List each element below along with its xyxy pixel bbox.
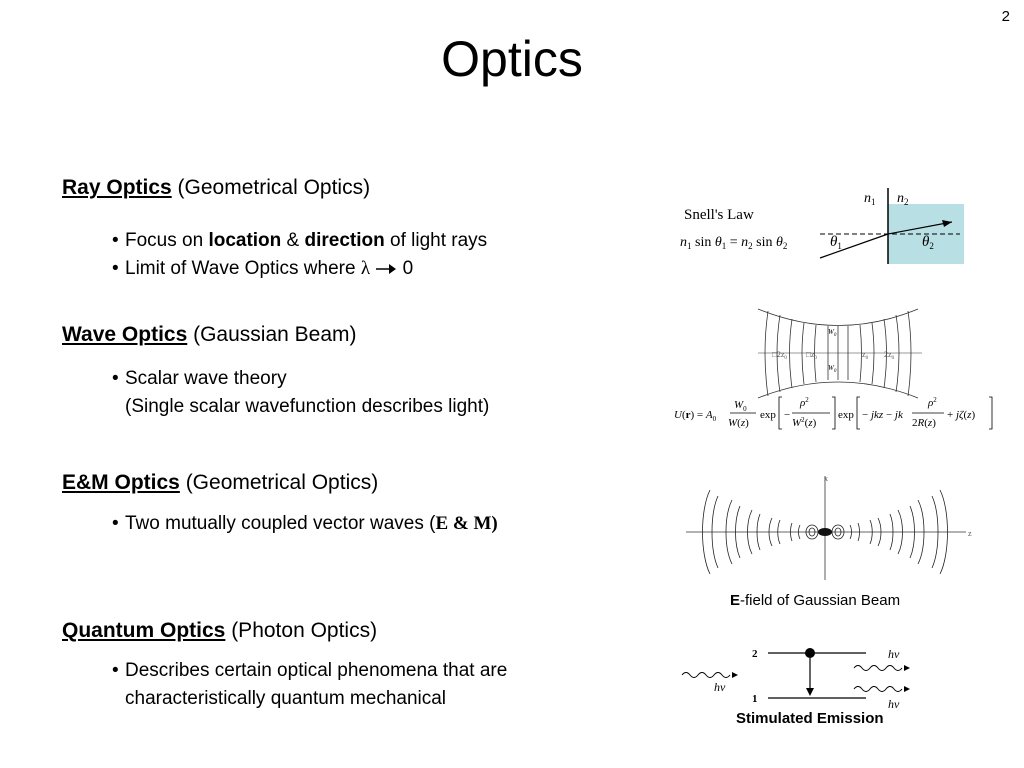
theta1-label: θ1 [830,234,842,251]
ray-b1-text: Focus on [125,230,209,251]
incident-ray [819,233,889,259]
quantum-b1-line1: Describes certain optical phenomena that… [125,660,508,681]
svg-text:exp: exp [838,409,854,421]
svg-text:exp: exp [760,409,776,421]
refracted-ray [887,221,953,235]
em-optics-title: E&M Optics [62,471,180,494]
ray-b1-amp: & [281,230,305,251]
hv-outgoing-1-label: hν [888,647,900,661]
em-optics-heading: E&M Optics (Geometrical Optics) [62,471,378,495]
beam-lower-envelope [757,381,919,399]
n1-label: n1 [864,191,876,207]
ray-arrow-icon [942,220,952,227]
quantum-b1-line2: characteristically quantum mechanical [125,688,447,709]
lambda-symbol: λ [360,258,371,279]
excited-electron-icon [805,648,815,658]
arrow-right-icon [376,263,397,274]
em-b1-math: E & M) [435,513,498,534]
w0-top-label: W0 [828,328,837,338]
svg-text:W0: W0 [734,399,747,413]
gaussian-beam-equation: U(r) = A0 W0 W(z) exp − ρ2 W2(z) exp − j… [674,396,993,430]
hv-outgoing-2-label: hν [888,697,900,711]
quantum-bullet-1: •Describes certain optical phenomena tha… [112,660,508,709]
page-number: 2 [1001,8,1010,25]
tick-2z0: 2z0 [884,350,895,361]
em-b1-text: Two mutually coupled vector waves ( [125,513,436,534]
wave-optics-subtitle: (Gaussian Beam) [187,323,357,346]
z-axis-label: z [968,529,972,538]
level-1-label: 1 [752,693,758,705]
gaussian-beam-figure: W0 W0 □2z0 □z0 z0 2z0 [757,308,922,399]
incoming-photon-wave [681,672,731,678]
efield-caption: E-field of Gaussian Beam [730,592,901,609]
slide-title: Optics [441,31,583,87]
outgoing-photon-wave-1 [853,665,903,671]
efield-figure: x z [686,474,972,580]
quantum-optics-heading: Quantum Optics (Photon Optics) [62,619,377,643]
ray-b1-direction: direction [304,230,385,251]
beam-waist-core [818,528,832,536]
quantum-optics-title: Quantum Optics [62,619,226,642]
x-axis-label: x [824,474,828,483]
outgoing-photon-arrow-1-icon [904,665,910,671]
em-optics-subtitle: (Geometrical Optics) [179,471,379,494]
svg-text:W(z): W(z) [728,417,749,429]
snells-law-figure: Snell's Law n1 sin θ1 = n2 sin θ2 n1 n2 … [680,188,964,264]
wave-bullet-1: •Scalar wave theory (Single scalar wavef… [112,368,490,417]
outgoing-photon-wave-2 [853,686,903,692]
snells-law-label: Snell's Law [684,207,754,223]
n2-label: n2 [897,191,909,207]
theta2-label: θ2 [922,234,934,251]
outgoing-photon-arrow-2-icon [904,686,910,692]
svg-text:+ jζ(z): + jζ(z) [947,409,975,421]
wave-optics-heading: Wave Optics (Gaussian Beam) [62,323,357,347]
level-2-label: 2 [752,648,758,660]
svg-text:U(r) = A0: U(r) = A0 [674,409,717,423]
hv-incoming-label: hν [714,680,726,694]
ray-optics-title: Ray Optics [62,176,172,199]
tick-minus-z0: □z0 [806,350,817,361]
ray-b2-zero: 0 [402,258,414,279]
svg-text:W2(z): W2(z) [792,416,817,429]
stimulated-emission-caption: Stimulated Emission [736,710,884,727]
snells-law-equation: n1 sin θ1 = n2 sin θ2 [680,235,787,251]
ray-b2-text: Limit of Wave Optics where [125,258,361,279]
ray-bullet-1: •Focus on location & direction of light … [112,230,488,251]
svg-text:ρ2: ρ2 [927,396,937,409]
svg-text:ρ2: ρ2 [799,396,809,409]
tick-z0: z0 [862,350,869,361]
ray-optics-heading: Ray Optics (Geometrical Optics) [62,176,370,200]
stimulated-emission-figure: 2 1 hν hν hν [681,647,910,711]
incoming-photon-arrow-icon [732,672,738,678]
svg-text:−: − [784,409,790,421]
beam-upper-envelope [757,308,919,326]
svg-text:− jkz − jk: − jkz − jk [862,409,904,421]
wave-optics-title: Wave Optics [62,323,188,346]
ray-b1-post: of light rays [384,230,488,251]
em-bullet-1: •Two mutually coupled vector waves (E & … [112,513,498,534]
svg-text:2R(z): 2R(z) [912,417,936,429]
wave-b1-line1: Scalar wave theory [125,368,287,389]
tick-minus-2z0: □2z0 [772,350,787,361]
wave-b1-line2: (Single scalar wavefunction describes li… [125,396,490,417]
w0-bottom-label: W0 [828,364,837,374]
transition-arrow-icon [806,688,814,696]
ray-optics-subtitle: (Geometrical Optics) [171,176,371,199]
ray-b1-location: location [208,230,282,251]
ray-bullet-2: •Limit of Wave Optics where λ 0 [112,258,414,279]
quantum-optics-subtitle: (Photon Optics) [225,619,378,642]
